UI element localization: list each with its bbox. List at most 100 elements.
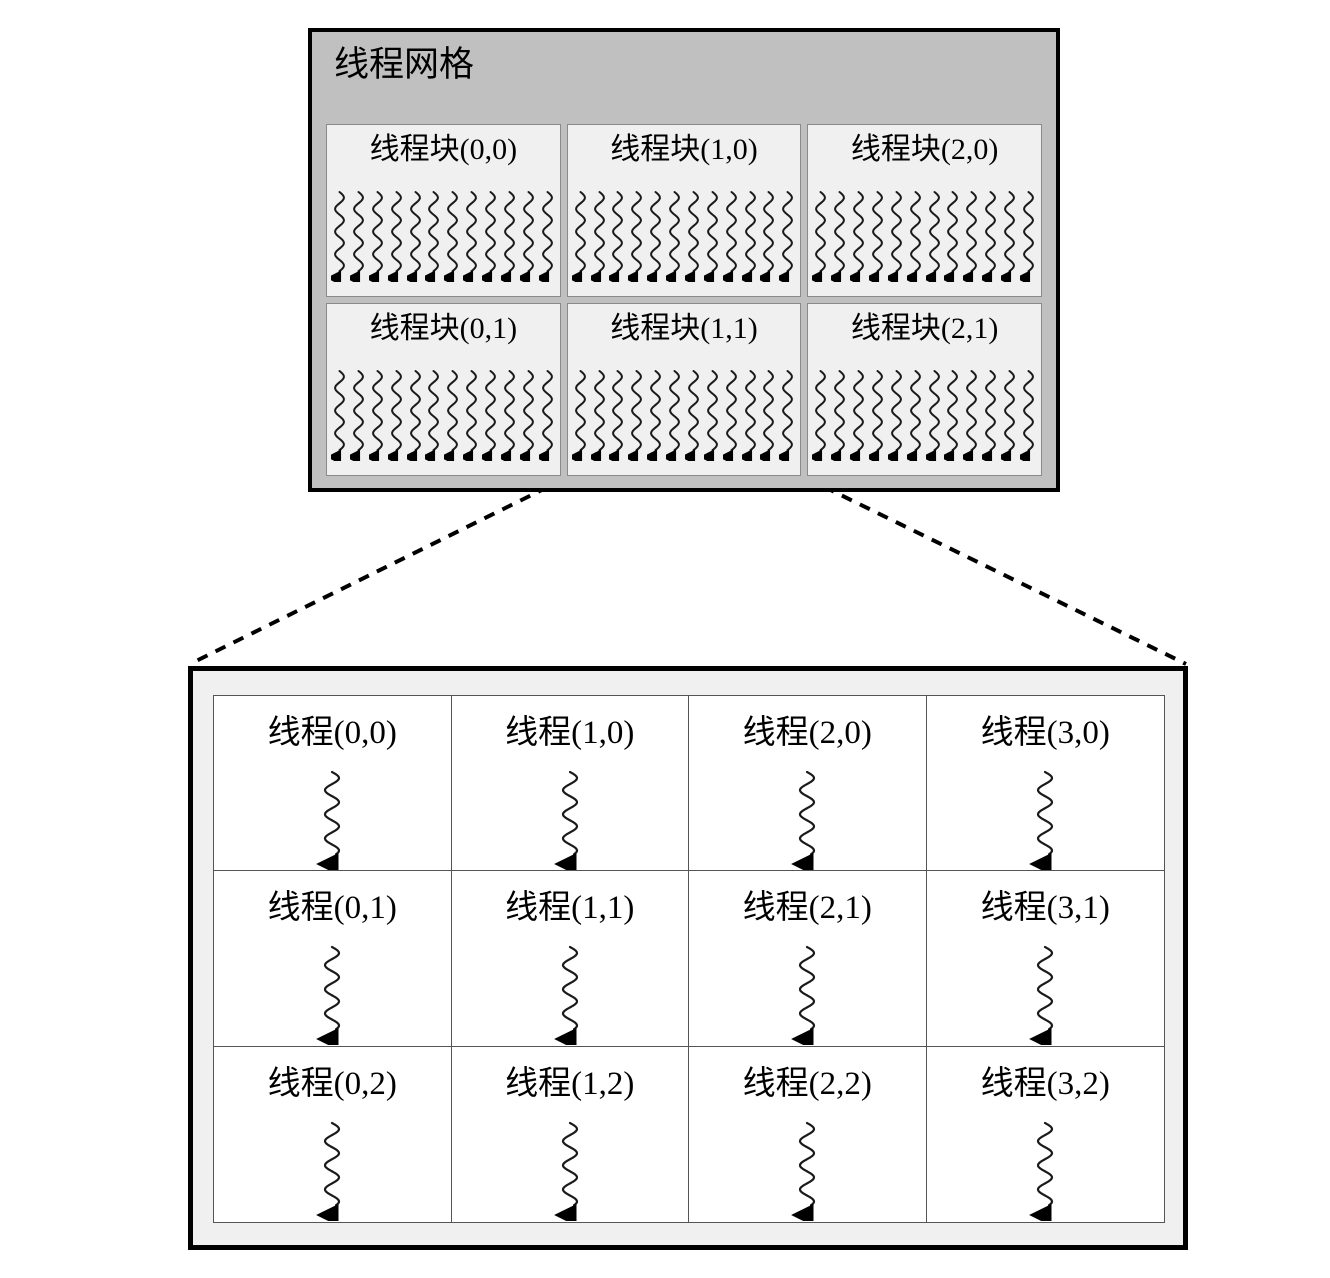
thread-squiggle-icon: [444, 191, 459, 282]
thread-arrow-icon: [790, 1121, 824, 1221]
thread-squiggle-icon: [331, 370, 345, 461]
thread-squiggle-icon: [647, 191, 662, 282]
thread-block-1-1[interactable]: 线程块(1,1): [566, 303, 802, 476]
thread-arrow-icon: [684, 369, 702, 461]
thread-label: 线程(1,0): [505, 715, 635, 751]
thread-squiggle-icon: [519, 191, 534, 282]
thread-cell-0-2[interactable]: 线程(0,2): [214, 1046, 452, 1222]
thread-arrow-icon: [831, 369, 848, 461]
thread-arrow-icon: [406, 369, 424, 461]
thread-arrow-icon: [1001, 190, 1018, 282]
thread-squiggle-icon: [791, 1121, 816, 1221]
thread-arrow-icon: [553, 1121, 587, 1221]
thread-squiggle-icon: [387, 191, 402, 282]
thread-arrow-icon: [315, 770, 349, 870]
thread-cell-2-2[interactable]: 线程(2,2): [689, 1046, 927, 1222]
thread-squiggle-icon: [703, 370, 718, 461]
thread-arrow-icon: [609, 190, 626, 282]
thread-squiggle-icon: [349, 370, 364, 461]
thread-squiggle-icon: [590, 370, 605, 461]
thread-squiggle-icon: [463, 191, 478, 282]
thread-squiggle-icon: [609, 370, 624, 461]
thread-cell-3-0[interactable]: 线程(3,0): [926, 696, 1164, 872]
thread-arrow-icon: [444, 190, 461, 282]
thread-arrow-icon: [315, 1121, 349, 1221]
thread-arrow-icon: [790, 770, 824, 870]
thread-arrow-icon: [463, 190, 480, 282]
thread-arrow-icon: [666, 190, 683, 282]
thread-block-2-0[interactable]: 线程块(2,0): [807, 124, 1042, 297]
thread-arrow-icon: [628, 369, 645, 461]
thread-block-label: 线程块(0,1): [369, 312, 518, 345]
thread-label: 线程(2,1): [742, 890, 872, 927]
thread-squiggle-icon: [1029, 1121, 1054, 1221]
thread-arrow-row: [331, 186, 556, 282]
thread-arrow-icon: [963, 369, 980, 461]
thread-arrow-icon: [482, 190, 499, 282]
thread-arrow-row: [331, 365, 556, 461]
thread-squiggle-icon: [463, 370, 478, 461]
thread-squiggle-icon: [760, 191, 775, 282]
thread-squiggle-icon: [538, 370, 553, 461]
thread-arrow-icon: [463, 369, 480, 461]
thread-cell-3-2[interactable]: 线程(3,2): [926, 1046, 1164, 1222]
thread-squiggle-icon: [944, 191, 959, 282]
thread-squiggle-icon: [850, 191, 864, 282]
thread-arrow-icon: [1028, 945, 1062, 1046]
thread-squiggle-icon: [553, 1121, 578, 1221]
thread-block-1-0[interactable]: 线程块(1,0): [566, 124, 802, 297]
thread-arrow-icon: [519, 369, 537, 461]
thread-block-2-1[interactable]: 线程块(2,1): [807, 303, 1042, 476]
thread-squiggle-icon: [779, 191, 794, 282]
thread-cell-3-1[interactable]: 线程(3,1): [926, 871, 1164, 1047]
thread-squiggle-icon: [925, 191, 940, 282]
thread-arrow-icon: [906, 369, 924, 461]
thread-squiggle-icon: [368, 370, 383, 461]
thread-block-0-0[interactable]: 线程块(0,0): [326, 124, 561, 297]
thread-arrow-icon: [868, 190, 886, 282]
thread-cell-0-0[interactable]: 线程(0,0): [214, 696, 452, 872]
thread-arrow-icon: [538, 190, 556, 282]
thread-cell-0-1[interactable]: 线程(0,1): [214, 871, 452, 1047]
thread-cell-1-0[interactable]: 线程(1,0): [451, 696, 689, 872]
thread-arrow-icon: [779, 369, 796, 461]
thread-squiggle-icon: [482, 370, 496, 461]
thread-squiggle-icon: [741, 370, 756, 461]
thread-arrow-icon: [425, 369, 442, 461]
thread-block-0-1[interactable]: 线程块(0,1): [326, 303, 561, 476]
thread-cell-1-1[interactable]: 线程(1,1): [451, 871, 689, 1047]
thread-arrow-icon: [553, 770, 587, 870]
thread-arrow-icon: [368, 190, 386, 282]
thread-arrow-icon: [887, 190, 905, 282]
thread-grid-container: 线程网格 线程块(0,0) 线程块(1,0) 线程块(2,0) 线程块(0,1): [308, 28, 1060, 492]
thread-arrow-icon: [331, 190, 348, 282]
thread-arrow-icon: [925, 369, 943, 461]
thread-arrow-icon: [790, 945, 824, 1046]
thread-squiggle-icon: [406, 191, 421, 282]
thread-arrow-icon: [609, 369, 626, 461]
thread-arrow-icon: [387, 369, 405, 461]
thread-label: 线程(0,1): [267, 890, 397, 927]
thread-squiggle-icon: [331, 191, 345, 282]
thread-squiggle-icon: [831, 191, 846, 282]
thread-squiggle-icon: [812, 191, 827, 282]
thread-squiggle-icon: [887, 191, 902, 282]
thread-squiggle-icon: [1019, 191, 1034, 282]
thread-arrow-icon: [387, 190, 405, 282]
thread-arrow-icon: [628, 190, 645, 282]
thread-cell-2-0[interactable]: 线程(2,0): [689, 696, 927, 872]
thread-arrow-row: [812, 365, 1037, 461]
thread-arrow-icon: [444, 369, 461, 461]
thread-arrow-icon: [831, 190, 848, 282]
thread-cell-2-1[interactable]: 线程(2,1): [689, 871, 927, 1047]
thread-squiggle-icon: [368, 191, 383, 282]
thread-arrow-icon: [406, 190, 424, 282]
thread-arrow-icon: [1028, 770, 1062, 870]
thread-squiggle-icon: [553, 946, 578, 1046]
thread-arrow-icon: [722, 190, 740, 282]
thread-arrow-row: [812, 186, 1037, 282]
thread-cell-1-2[interactable]: 线程(1,2): [451, 1046, 689, 1222]
thread-squiggle-icon: [444, 370, 459, 461]
thread-arrow-icon: [850, 190, 867, 282]
thread-squiggle-icon: [316, 770, 341, 870]
